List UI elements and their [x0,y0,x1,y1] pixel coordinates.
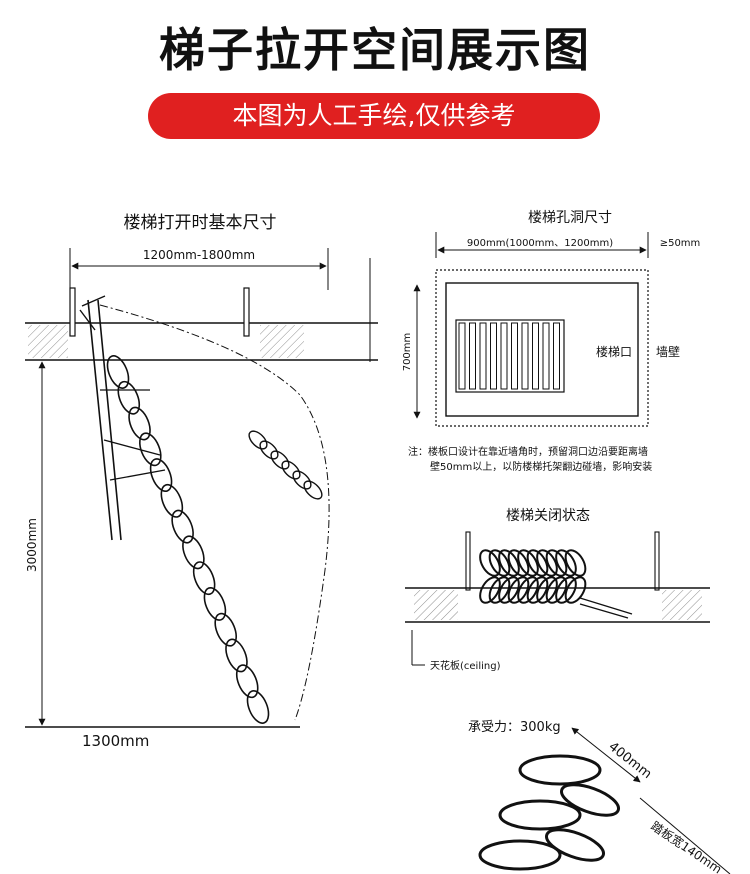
hole-gap-dim: ≥50mm [660,238,701,249]
folded-link [498,576,520,604]
folded-link [536,576,558,604]
wall-label: 墙壁 [656,344,680,359]
hole-view-heading: 楼梯孔洞尺寸 [528,210,612,226]
ladder-link [117,380,141,415]
folded-link [488,576,511,604]
open-width-dim: 1200mm-1800mm [143,248,255,262]
detail-tread [478,839,562,871]
ladder-link [246,690,270,724]
open-view-heading: 楼梯打开时基本尺寸 [124,213,277,233]
note-line-2: 壁50mm以上，以防楼梯托架翻边碰墙，影响安装 [430,460,652,473]
ladder-link [292,470,312,490]
folded-link [479,549,501,577]
tread-slat [490,322,497,390]
folded-link [507,549,530,577]
folded-link [517,549,539,577]
hole-view: 楼梯孔洞尺寸 900mm(1000mm、1200mm) ≥50mm 700mm … [402,210,700,473]
folded-link [555,549,577,577]
open-base-dim: 1300mm [82,732,149,750]
ladder-link [182,535,205,570]
ladder-link [214,612,237,647]
ladder-link [248,430,268,450]
closed-view-heading: 楼梯关闭状态 [506,508,590,524]
tread-slat [511,322,518,390]
ladder-link [281,460,301,480]
folded-link [526,576,549,604]
ladder-link [203,587,227,621]
ceiling-hatch [260,325,304,358]
detail-tread [498,799,582,831]
note-line-1: 注：楼板口设计在靠近墙角时，预留洞口边沿要距离墙 [408,445,648,458]
open-view: 楼梯打开时基本尺寸 1200mm-1800mm 3000mm [25,213,378,750]
folded-link [564,549,587,577]
ceiling-hatch [414,590,458,620]
tread-slat [542,322,550,390]
ladder-link [106,355,130,389]
ladder-link [192,561,216,596]
tread-slat [479,322,487,390]
tread-slat [500,322,508,390]
ceiling-label: 天花板(ceiling) [430,659,501,672]
folded-link [507,576,530,604]
folded-link [517,576,539,604]
folded-link [488,549,511,577]
hole-outline [445,282,639,417]
tread-slat [458,322,466,390]
ladder-link [128,406,151,441]
ceiling-hatch [28,325,68,358]
folded-link [498,549,520,577]
tread-width-label: 踏板宽140mm [648,818,725,874]
tread-slat [469,322,476,390]
ladder-treads-topview [455,319,565,393]
hole-width-dim: 900mm(1000mm、1200mm) [467,238,613,249]
ladder-link [139,432,162,467]
ladder-detail [478,754,620,871]
ceiling-hatch [662,590,702,620]
folded-link [536,549,558,577]
ladder-link [160,483,184,518]
folded-link [545,549,568,577]
ladder-chain [106,355,270,724]
ladder-link [270,450,290,470]
opening-label: 楼梯口 [596,344,632,359]
hole-height-dim: 700mm [402,333,413,372]
ladder-link [303,480,323,500]
load-label: 承受力：300kg [468,720,561,735]
wall-outline [435,269,649,427]
detail-view: 承受力：300kg 400mm 踏板宽140mm [468,720,731,874]
ladder-link [235,664,259,699]
ladder-link [225,638,248,673]
tread-slat [553,322,560,390]
ladder-link [149,458,173,492]
detail-tread [560,783,620,817]
tread-slat [532,322,539,390]
folded-link [545,576,568,604]
folded-ladder [479,549,587,604]
ladder-link [259,440,279,460]
open-height-dim: 3000mm [25,518,39,572]
tread-slat [521,322,529,390]
folded-link [564,576,587,604]
folded-link [555,576,577,604]
ladder-chain-small [248,430,323,500]
detail-tread [518,754,602,786]
folded-link [526,549,549,577]
page-title: 梯子拉开空间展示图 [159,23,591,77]
folded-link [479,576,501,604]
ladder-link [171,509,194,544]
detail-tread [545,828,605,862]
disclaimer-banner: 本图为人工手绘,仅供参考 [148,93,600,139]
closed-view: 楼梯关闭状态 天花板(ceiling) [405,508,710,672]
